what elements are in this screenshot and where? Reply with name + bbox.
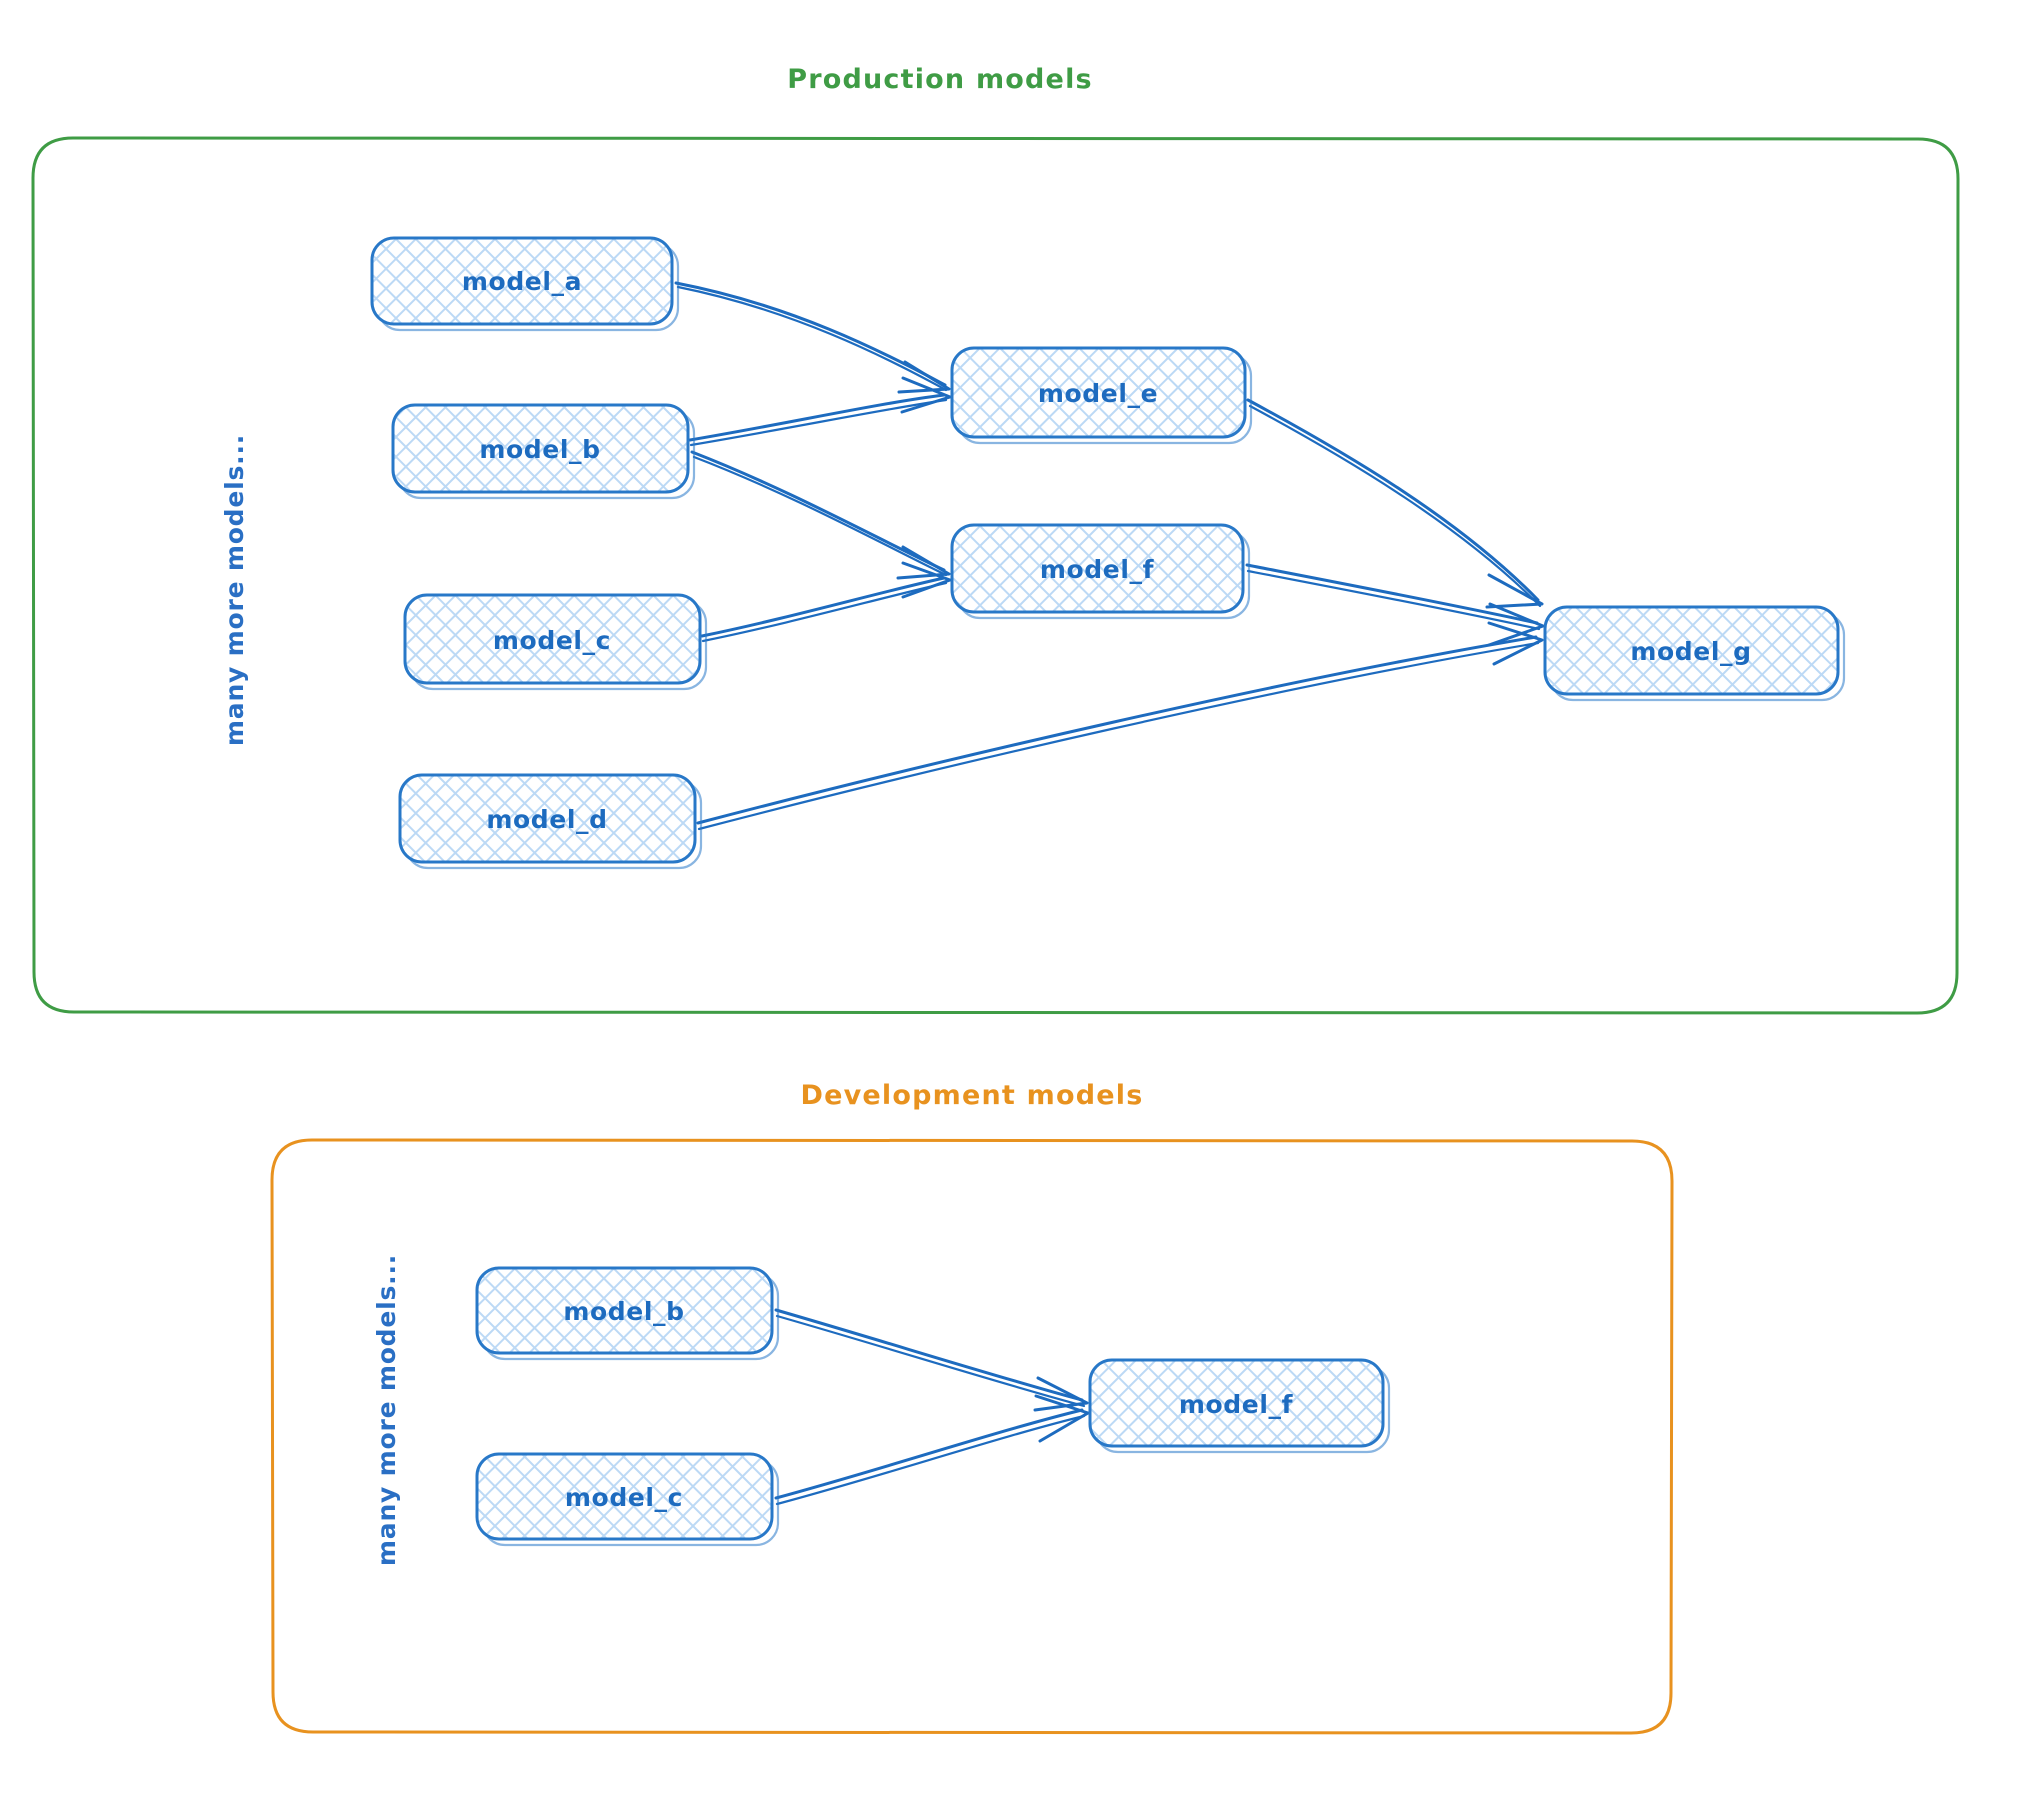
node-dev-model_c-label: model_c	[565, 1483, 683, 1512]
node-model_f-label: model_f	[1040, 555, 1155, 584]
node-model_e[interactable]: model_e	[950, 346, 1253, 445]
node-model_g[interactable]: model_g	[1543, 605, 1846, 702]
node-dev-model_f-rect[interactable]	[1088, 1358, 1385, 1448]
group-border-production	[31, 136, 1960, 1015]
edge-model_e-model_g	[1246, 398, 1544, 609]
edges-production	[674, 281, 1545, 831]
edge-dev_model_c-dev_model_f	[774, 1394, 1090, 1506]
group-production: Production models many more models...	[31, 64, 1960, 1015]
node-model_a[interactable]: model_a	[370, 236, 680, 332]
edge-model_b-model_e	[688, 376, 952, 447]
edge-dev_model_b-dev_model_f	[774, 1308, 1089, 1412]
node-model_c[interactable]: model_c	[403, 593, 708, 691]
group-title-production: Production models	[787, 64, 1093, 95]
node-model_f-rect[interactable]	[950, 523, 1245, 614]
node-model_b[interactable]: model_b	[391, 403, 696, 500]
group-title-development: Development models	[801, 1080, 1144, 1111]
node-model_g-label: model_g	[1630, 637, 1751, 666]
node-model_a-rect[interactable]	[370, 236, 674, 326]
edge-model_b-model_f	[690, 450, 951, 580]
node-model_g-rect[interactable]	[1543, 605, 1840, 696]
side-label-development: many more models...	[372, 1254, 401, 1566]
side-label-production: many more models...	[220, 434, 249, 746]
node-dev-model_b-label: model_b	[563, 1297, 684, 1326]
edge-model_a-model_e	[674, 281, 951, 394]
node-dev-model_c[interactable]: model_c	[475, 1452, 780, 1547]
node-model_e-label: model_e	[1038, 379, 1158, 408]
node-model_b-rect[interactable]	[391, 403, 690, 494]
node-dev-model_c-rect[interactable]	[475, 1452, 774, 1541]
edge-model_c-model_f	[700, 561, 952, 643]
node-model_d-rect[interactable]	[398, 773, 697, 864]
node-model_e-rect[interactable]	[950, 346, 1247, 439]
node-dev-model_f-label: model_f	[1179, 1390, 1294, 1419]
group-development: Development models many more models... m…	[270, 1080, 1674, 1735]
node-model_a-label: model_a	[462, 267, 582, 296]
node-model_c-label: model_c	[493, 626, 611, 655]
node-dev-model_f[interactable]: model_f	[1088, 1358, 1391, 1454]
node-dev-model_b-rect[interactable]	[475, 1266, 774, 1355]
svg-text:many more models...: many more models...	[372, 1254, 401, 1566]
node-model_f[interactable]: model_f	[950, 523, 1251, 620]
node-model_d[interactable]: model_d	[398, 773, 703, 870]
edges-development	[774, 1308, 1090, 1506]
node-model_d-label: model_d	[486, 805, 607, 834]
node-model_b-label: model_b	[479, 435, 600, 464]
node-dev-model_b[interactable]: model_b	[475, 1266, 780, 1361]
node-model_c-rect[interactable]	[403, 593, 702, 685]
edge-model_d-model_g	[696, 621, 1544, 831]
svg-text:many more models...: many more models...	[220, 434, 249, 746]
group-border-development	[270, 1138, 1674, 1735]
edge-model_f-model_g	[1245, 563, 1545, 647]
